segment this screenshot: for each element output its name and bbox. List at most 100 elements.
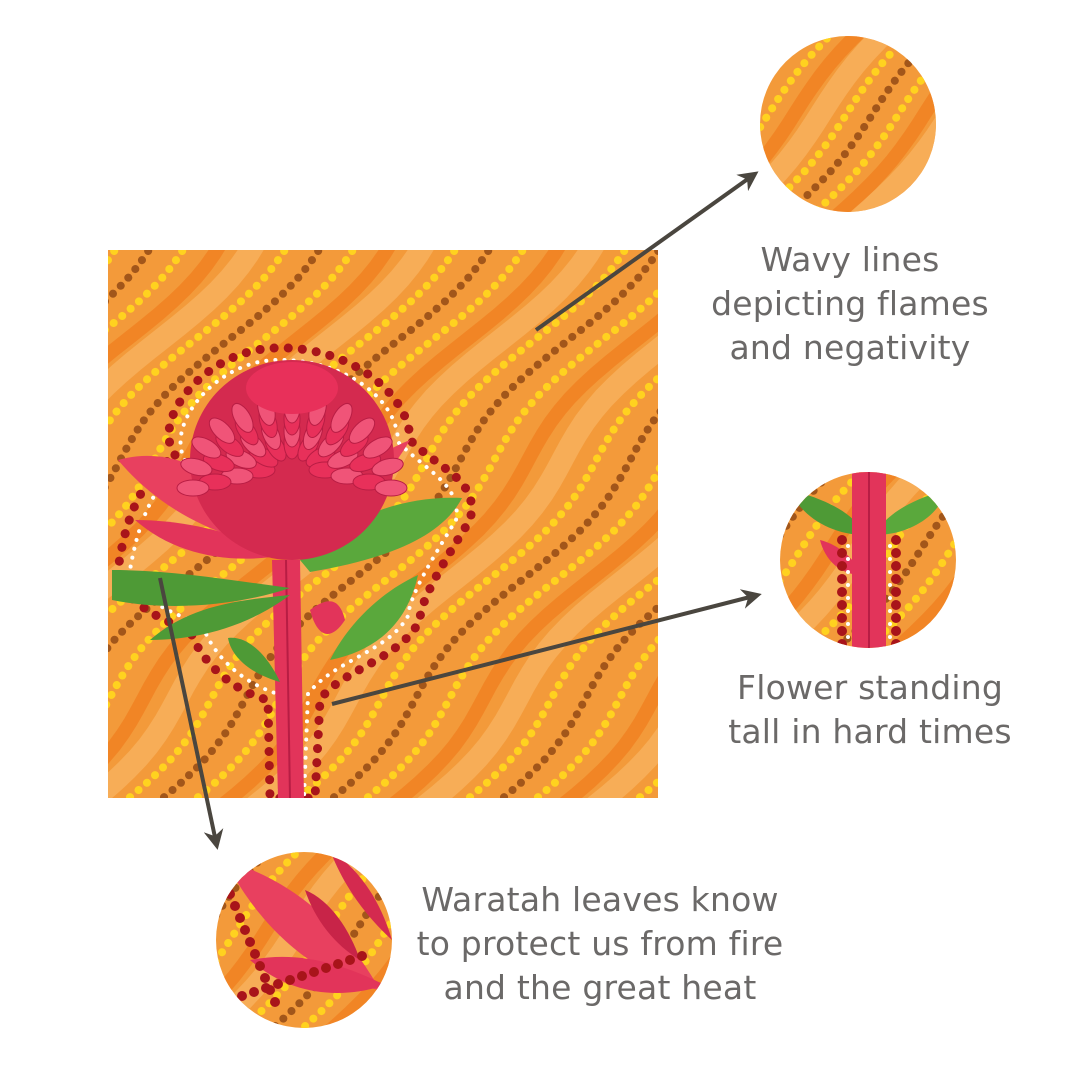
arrow-to-flames-circle [534, 171, 759, 332]
flame-wave-line [811, 36, 936, 212]
flame-wave-line [0, 230, 92, 818]
dot [270, 997, 280, 1007]
flame-wave-line [760, 36, 855, 212]
flower-petal [374, 479, 408, 497]
dot [891, 600, 901, 610]
dot [255, 961, 265, 971]
dot [888, 557, 892, 561]
caption-line: depicting flames [711, 284, 989, 323]
dot [888, 583, 892, 587]
flame-wave-line [108, 250, 264, 400]
flame-wave-line [108, 250, 120, 267]
dot [837, 535, 847, 545]
dot [265, 985, 275, 995]
flame-wave-line [1026, 16, 1080, 232]
caption-line: Waratah leaves know [421, 880, 779, 919]
flame-wave-line [974, 16, 1080, 232]
flower-petal [176, 479, 210, 497]
flower-petal [231, 402, 254, 433]
leaf-icon [228, 637, 280, 682]
flower-petal [330, 402, 353, 433]
flame-wave-line [918, 36, 936, 212]
flower-petal [348, 417, 376, 444]
flame-wave-line [417, 537, 658, 798]
flame-wave-line [108, 250, 324, 490]
flame-wave-line [1056, 230, 1080, 818]
dot [846, 596, 850, 600]
dot [225, 889, 235, 899]
flame-wave-line [276, 852, 392, 1028]
dot [837, 548, 847, 558]
flame-wave-line [303, 852, 392, 1028]
flame-wave-line [1054, 452, 1080, 668]
flame-wave-line [292, 372, 658, 798]
dot [846, 583, 850, 587]
waratah-leaves [112, 497, 462, 682]
dot [273, 979, 283, 989]
flame-wave-line [108, 250, 290, 431]
dot [321, 963, 331, 973]
flame-wave-line [247, 335, 658, 798]
flame-wave-line [994, 452, 1080, 668]
flower-petal [371, 457, 404, 477]
dot [891, 587, 901, 597]
dot [245, 937, 255, 947]
flame-wave-line [216, 852, 356, 1028]
flower-petal [362, 436, 393, 459]
arrow-to-flower-circle [331, 589, 762, 706]
dot [235, 913, 245, 923]
dot [837, 574, 847, 584]
flame-wave-line [216, 852, 240, 1028]
dot [891, 574, 901, 584]
dot [230, 901, 240, 911]
dot [891, 561, 901, 571]
caption-line: Flower standing [737, 668, 1003, 707]
painting [0, 230, 1080, 818]
caption-line: and negativity [729, 328, 971, 367]
flame-wave-line [559, 675, 658, 798]
waratah-flower-icon [176, 360, 408, 560]
flame-wave-line [1024, 452, 1080, 668]
leaf-icon [150, 595, 290, 640]
dot [891, 548, 901, 558]
dot [357, 951, 367, 961]
caption-line: tall in hard times [728, 712, 1012, 751]
caption-line: to protect us from fire [416, 924, 784, 963]
flower-petal [208, 417, 236, 444]
dot [891, 535, 901, 545]
dot [891, 626, 901, 636]
dot [846, 648, 850, 652]
dot [250, 949, 260, 959]
flame-wave-line [948, 16, 1080, 232]
flower-petal [180, 457, 213, 477]
dot [846, 609, 850, 613]
arrow-to-leaves-circle [158, 577, 224, 850]
dot [846, 557, 850, 561]
flame-wave-line [389, 509, 658, 798]
flame-wave-line [108, 250, 225, 364]
caption-leaves: Waratah leaves know to protect us from f… [400, 878, 800, 1010]
flame-wave-line [760, 36, 784, 212]
caption-line: Wavy lines [760, 240, 940, 279]
caption-flames: Wavy lines depicting flames and negativi… [690, 238, 1010, 370]
dot [888, 648, 892, 652]
flame-wave-line [964, 452, 1080, 668]
leaf-icon [300, 497, 462, 572]
flame-wave-line [833, 36, 936, 212]
flame-wave-line [108, 250, 358, 533]
dot [240, 925, 250, 935]
flame-wave-line [216, 852, 323, 1028]
flame-wave-line [867, 472, 956, 648]
flame-wave-line [760, 36, 884, 212]
leaf-icon [330, 575, 418, 660]
dot [225, 995, 235, 1005]
dot [846, 570, 850, 574]
dot [837, 626, 847, 636]
caption-flower: Flower standing tall in hard times [720, 666, 1020, 754]
dot [333, 959, 343, 969]
dot [888, 570, 892, 574]
dot [837, 613, 847, 623]
flame-wave-line [1052, 16, 1080, 232]
dot [888, 635, 892, 639]
detail-circle-flames [760, 16, 1080, 232]
